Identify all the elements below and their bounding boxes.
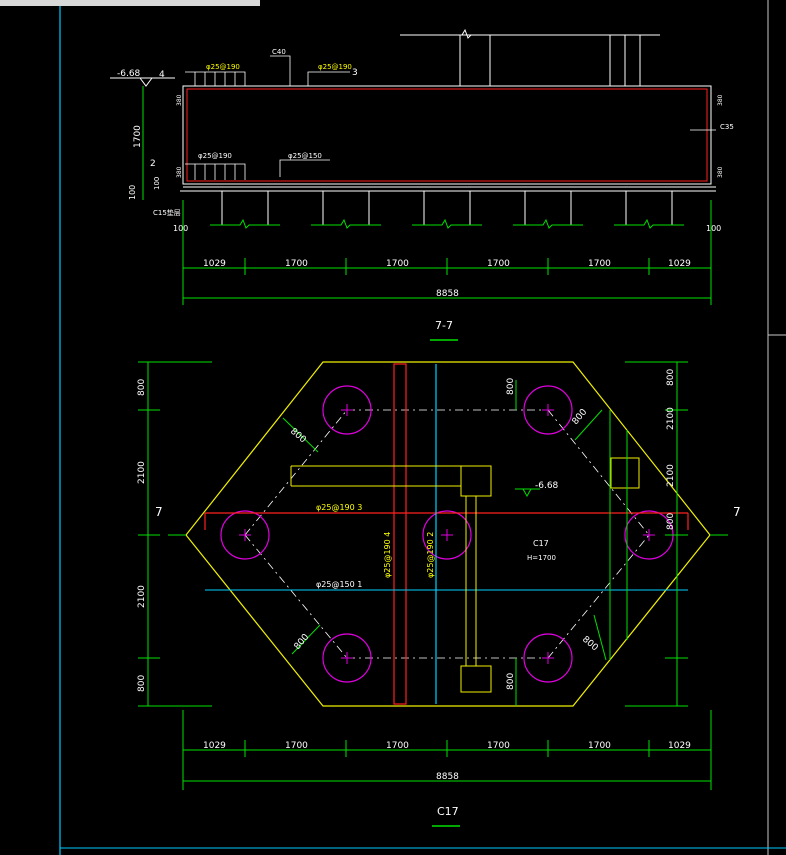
section-cushion-label: C15垫层 xyxy=(153,208,181,217)
section-380-bl: 380 xyxy=(176,166,183,178)
section-title: 7-7 xyxy=(435,319,453,332)
section-dim-2: 1700 xyxy=(386,259,409,269)
section-dim-chain xyxy=(182,200,712,305)
rebar-4-bars xyxy=(393,363,407,705)
plan-right-dim-3: 800 xyxy=(666,513,676,530)
plan-right-dim-2: 2100 xyxy=(666,464,676,487)
plan-elevation: -6.68 xyxy=(535,481,559,491)
section-dim-3: 1700 xyxy=(487,259,510,269)
plan-rebar-3: φ25@190 3 xyxy=(316,503,362,512)
plan-left-dim-chain xyxy=(138,361,212,707)
plan-left-dim-3: 800 xyxy=(137,675,147,692)
plan-dim-4: 1700 xyxy=(588,741,611,751)
section-depth: 1700 xyxy=(133,125,143,148)
section-cover-left: 100 xyxy=(128,185,137,200)
plan-inner-green xyxy=(609,410,628,660)
plan-right-dim-chain xyxy=(515,361,688,707)
elevation-marker xyxy=(110,77,175,87)
rebar-cage-outline xyxy=(186,88,708,182)
plan-left-dim-2: 2100 xyxy=(137,585,147,608)
plan-section-mark-right: 7 xyxy=(733,505,741,519)
pile-cap-section-outline xyxy=(182,85,712,185)
plan-edge-800-c: 800 xyxy=(571,407,590,427)
section-dim-total: 8858 xyxy=(436,289,459,299)
section-dim-4: 1700 xyxy=(588,259,611,269)
section-rebar-bottom-2: φ25@150 xyxy=(288,152,322,160)
top-toolbar-strip xyxy=(0,0,260,6)
plan-dim-5: 1029 xyxy=(668,741,691,751)
section-380-tr: 380 xyxy=(717,94,724,106)
section-rebar-top-1: φ25@190 xyxy=(206,63,240,71)
piles-plan xyxy=(220,385,674,683)
plan-title: C17 xyxy=(437,805,459,818)
plan-left-dim-1: 2100 xyxy=(137,461,147,484)
plan-edge-800-b: 800 xyxy=(580,635,600,654)
break-mark-top xyxy=(461,28,472,39)
plan-rebar-2: φ25@190 2 xyxy=(426,532,435,578)
pile-center-lines xyxy=(244,409,650,659)
section-mark-4: 4 xyxy=(159,70,165,80)
section-380-tl: 380 xyxy=(176,94,183,106)
section-dim-5: 1029 xyxy=(668,259,691,269)
plan-dim-1: 1700 xyxy=(285,741,308,751)
section-cover-left-b: 100 xyxy=(153,177,161,190)
pile-cap-hexagon xyxy=(185,361,711,707)
section-concrete-top: C40 xyxy=(272,48,286,56)
section-dim-0: 1029 xyxy=(203,259,226,269)
section-dim-1: 1700 xyxy=(285,259,308,269)
plan-right-dim-0: 800 xyxy=(666,369,676,386)
section-elevation: -6.68 xyxy=(117,69,141,79)
plan-cap-name: C17 xyxy=(533,539,549,548)
column-outlines xyxy=(290,457,640,693)
plan-dim-total: 8858 xyxy=(436,772,459,782)
plan-edge-800-a: 800 xyxy=(288,427,308,446)
piles-section xyxy=(221,191,673,225)
section-rebar-top-2: φ25@190 xyxy=(318,63,352,71)
section-side-100-right: 100 xyxy=(706,224,721,233)
plan-dim-0: 1029 xyxy=(203,741,226,751)
plan-rebar-4: φ25@190 4 xyxy=(383,532,392,578)
section-mark-3: 3 xyxy=(352,68,358,78)
plan-dim-2: 1700 xyxy=(386,741,409,751)
plan-rebar-1: φ25@150 1 xyxy=(316,580,362,589)
plan-right-dim-1: 2100 xyxy=(666,407,676,430)
plan-cap-height: H=1700 xyxy=(527,554,556,562)
section-380-br: 380 xyxy=(717,166,724,178)
plan-left-dim-0: 800 xyxy=(137,379,147,396)
section-7-7: -6.68 4 2 3 1700 100 100 380 380 380 380… xyxy=(110,28,734,341)
plan-dim-3: 1700 xyxy=(487,741,510,751)
section-side-100-left: 100 xyxy=(173,224,188,233)
plan-edge-800-d: 800 xyxy=(293,632,312,652)
plan-section-mark-left: 7 xyxy=(155,505,163,519)
pile-break-lines xyxy=(210,218,684,229)
plan-c17: 800 800 800 800 800 2100 2100 800 800 xyxy=(137,361,741,827)
section-mark-2: 2 xyxy=(150,159,156,169)
plan-dim-chain xyxy=(182,710,712,790)
section-concrete-side: C35 xyxy=(720,123,734,131)
plan-mid-800-top: 800 xyxy=(506,378,516,395)
columns-above-cap xyxy=(400,34,660,86)
plan-mid-800-bottom: 800 xyxy=(506,673,516,690)
section-rebar-bottom-1: φ25@190 xyxy=(198,152,232,160)
